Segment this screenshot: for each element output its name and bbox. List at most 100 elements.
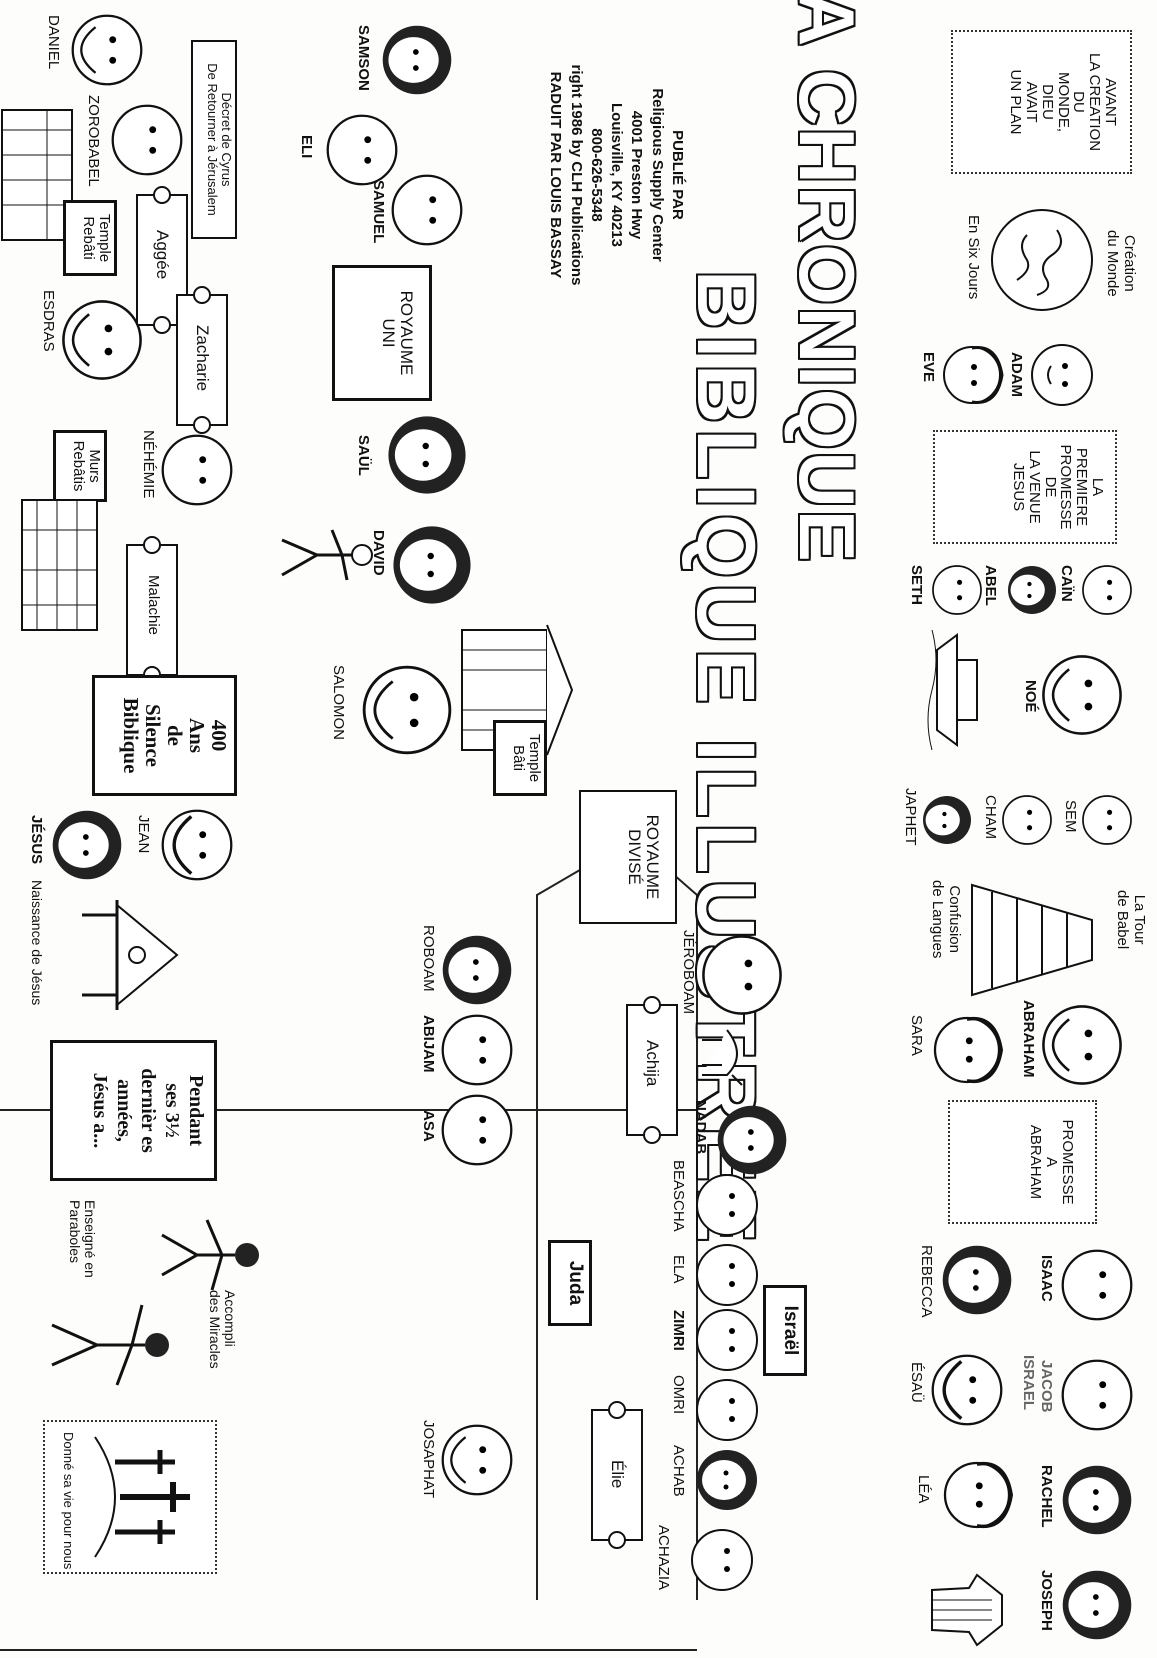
jacob-portrait-icon [1057,1355,1137,1435]
saul-label: SAÜL [355,435,372,476]
six-days-label: En Six Jours [965,215,982,299]
sem-label: SEM [1062,800,1079,833]
eve-portrait-icon [937,340,1007,410]
coat-icon [927,1570,1007,1650]
text-line: UN PLAN [1008,32,1024,172]
babel-label: La Tour de Babel [1114,890,1147,949]
text-line: AVAIT [1024,32,1040,172]
asa-label: ASA [420,1110,437,1142]
eve-label: EVE [920,352,937,382]
juda-kingdom-label: Juda [548,1240,592,1326]
nadab-label: NADAB [692,1100,709,1154]
text-line: 800-626-5348 [586,60,606,290]
temple-rebuilt-box: Temple Rebâti [63,200,117,276]
text-line: Accompli [222,1290,237,1369]
seth-label: SETH [908,565,925,605]
text-line: de [164,678,186,793]
rachel-portrait-icon [1057,1460,1137,1540]
first-promise-box: LA PREMIERE PROMESSE DE LA VENUE JESUS [933,430,1117,544]
text-line: Bâti [511,723,527,793]
lea-portrait-icon [937,1455,1017,1535]
nadab-portrait-icon [712,1100,792,1180]
abijam-portrait-icon [437,1010,517,1090]
achab-label: ACHAB [670,1445,687,1497]
ela-portrait-icon [692,1240,762,1310]
jean-portrait-icon [157,805,237,885]
adam-label: ADAM [1008,352,1025,397]
text-line: 4001 Preston Hwy [626,60,646,290]
zorobabel-label: ZOROBABEL [85,95,102,187]
text-line: A [1044,1102,1060,1222]
text-line: PROMESSE [1058,432,1074,542]
text-line: Temple [526,723,542,793]
divided-kingdom-box: ROYAUME DIVISÉ [579,790,677,924]
before-creation-box: AVANT LA CREATION DU MONDE, DIEU AVAIT U… [951,30,1132,174]
samson-portrait-icon [377,20,457,100]
jesus-label: JÉSUS [28,815,45,864]
text-line: du Monde [1104,230,1121,297]
nehemie-label: NÉHÉMIE [140,430,157,498]
esau-portrait-icon [927,1350,1007,1430]
asa-portrait-icon [437,1090,517,1170]
text-line: DIEU [1039,32,1055,172]
salomon-label: SALOMON [330,665,347,740]
warrior-figure-icon [277,520,377,590]
jean-label: JEAN [135,815,152,853]
promise-abraham-box: PROMESSE A ABRAHAM [948,1100,1097,1224]
text-line: MONDE, [1055,32,1071,172]
japhet-label: JAPHET [902,788,919,846]
omri-portrait-icon [692,1375,762,1445]
text-line: années, [112,1043,136,1178]
last-years-box: Pendant ses 3½ dernièr es années, Jésus … [50,1040,217,1181]
noe-label: NOÉ [1022,680,1039,713]
samuel-label: SAMUEL [370,180,387,243]
nehemie-portrait-icon [157,430,237,510]
saul-portrait-icon [382,410,472,500]
text-line: JESUS [1011,432,1027,542]
city-walls-icon [17,490,117,640]
text-line: Jésus a... [88,1043,112,1178]
text-line: Biblique [120,678,142,793]
text-line: des Miracles [208,1290,223,1369]
united-kingdom-box: ROYAUME UNI [332,265,432,401]
zimri-portrait-icon [692,1305,762,1375]
text-line: ROYAUME [397,268,415,398]
text-line: ses 3½ [160,1043,184,1178]
aggee-label: Aggée [152,230,172,279]
sara-portrait-icon [927,1010,1007,1090]
samson-label: SAMSON [355,25,372,91]
text-line: LA CREATION [1087,32,1103,172]
parables-label: Enseigné en Paraboles [68,1200,97,1278]
adam-portrait-icon [1027,340,1097,410]
text-line: RADUIT PAR LOUIS BASSAY [545,60,565,290]
beascha-portrait-icon [692,1170,762,1240]
text-line: Temple [96,203,112,273]
rachel-label: RACHEL [1038,1465,1055,1528]
israel-label: ISRAEL [1020,1355,1037,1410]
roboam-portrait-icon [437,930,517,1010]
text-line: LA [1089,432,1105,542]
rebecca-portrait-icon [937,1240,1017,1320]
text-line: Paraboles [68,1200,83,1278]
text-line: Pendant [184,1043,208,1178]
text-line: de Langues [929,880,946,958]
abraham-label: ABRAHAM [1020,1000,1037,1078]
text-line: 400 [208,678,230,793]
gave-life-label: Donné sa vie pour nous [61,1432,75,1569]
babel-tower-icon [967,880,1097,1000]
david-portrait-icon [387,520,477,610]
text-line: Décret de Cyrus [219,42,233,237]
ela-label: ELA [670,1255,687,1283]
jesus-portrait-icon [47,805,127,885]
creation-label: Création du Monde [1104,230,1137,297]
text-line: DE [1042,432,1058,542]
text-line: DU [1071,32,1087,172]
text-line: PUBLIÉ PAR [667,60,687,290]
cham-portrait-icon [997,790,1057,850]
cain-portrait-icon [1077,560,1137,620]
esdras-portrait-icon [57,295,147,385]
roboam-label: ROBOAM [420,925,437,992]
beascha-label: BEASCHA [670,1160,687,1232]
